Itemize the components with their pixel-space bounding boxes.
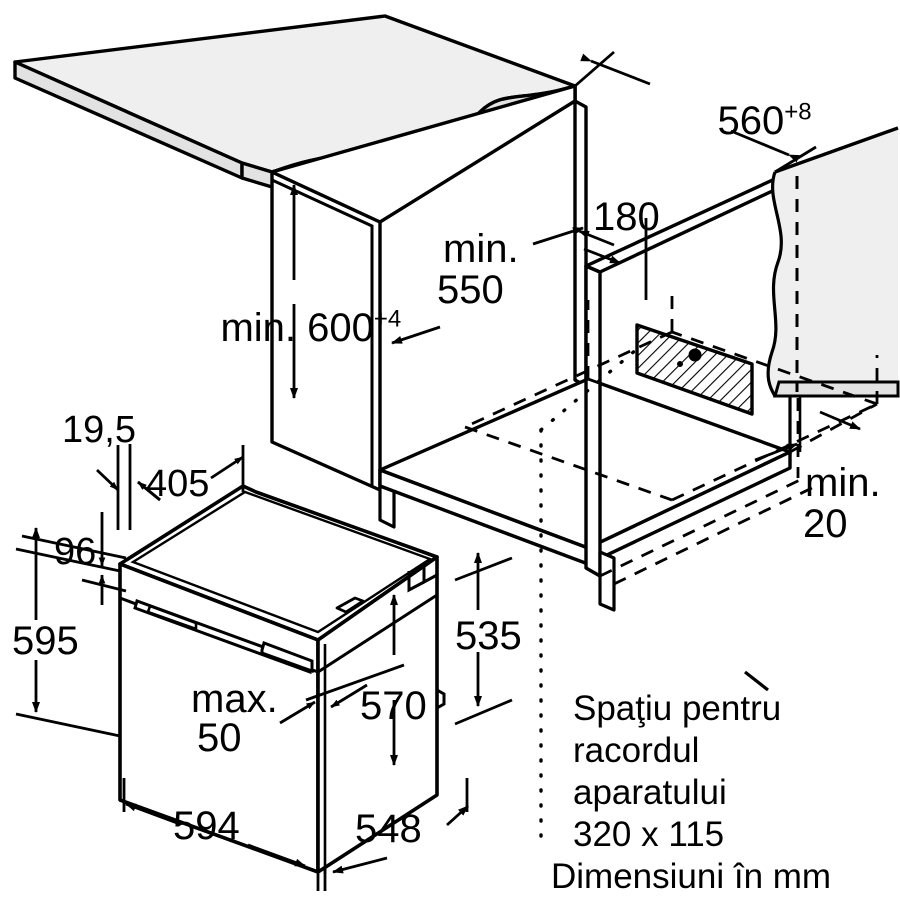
dim-405 xyxy=(137,445,245,502)
dim-min20 xyxy=(754,398,861,478)
dim-label-min20: 20 xyxy=(803,502,848,546)
dim-594 xyxy=(122,778,320,891)
dim-label-550: 550 xyxy=(437,268,504,312)
dim-value-600: min. 600 xyxy=(220,306,374,351)
dim-label-max50-max: max. xyxy=(191,677,278,721)
caption-line-1: Spaţiu pentru xyxy=(573,689,782,728)
caption-line-3: aparatului xyxy=(573,773,727,812)
dim-tol-600: +4 xyxy=(373,306,402,334)
dim-595 xyxy=(15,527,121,738)
dim-label-min20-min: min. xyxy=(805,461,881,505)
dim-label-max50: 50 xyxy=(197,716,242,760)
dim-label-594: 594 xyxy=(173,804,240,848)
dim-label-96: 96 xyxy=(54,531,97,573)
dim-label-19-5: 19,5 xyxy=(62,409,136,451)
built-in-oven xyxy=(118,484,446,874)
dim-label-550-min: min. xyxy=(443,227,519,271)
dim-tol-560: +8 xyxy=(784,99,812,127)
dim-label-600: min. 600+4 xyxy=(176,265,401,392)
dim-label-595: 595 xyxy=(12,619,79,663)
caption-pointer xyxy=(744,670,769,692)
dim-label-180: 180 xyxy=(593,195,660,239)
dim-560 xyxy=(574,50,817,174)
dim-max50 xyxy=(279,663,405,725)
dim-value-560: 560 xyxy=(717,99,785,144)
cabinet-niche xyxy=(270,84,802,612)
electrical-connection-box xyxy=(635,323,754,416)
dim-535 xyxy=(454,552,513,726)
caption-line-2: racordul xyxy=(573,731,700,770)
dim-label-548: 548 xyxy=(355,807,422,851)
rear-wall-panel xyxy=(766,126,900,398)
dim-180 xyxy=(573,95,648,300)
caption-line-4: 320 x 115 xyxy=(573,815,725,854)
dim-548 xyxy=(323,778,469,891)
hidden-construction-lines xyxy=(379,295,879,586)
dim-label-570: 570 xyxy=(360,684,427,728)
dim-96 xyxy=(21,512,127,605)
dim-label-560: 560+8 xyxy=(673,58,812,185)
dim-label-405: 405 xyxy=(146,463,210,505)
caption-units-note: Dimensiuni în mm xyxy=(551,857,832,896)
dim-label-535: 535 xyxy=(455,614,522,658)
connection-leader-dotted xyxy=(539,347,639,840)
countertop-slab xyxy=(13,14,577,189)
